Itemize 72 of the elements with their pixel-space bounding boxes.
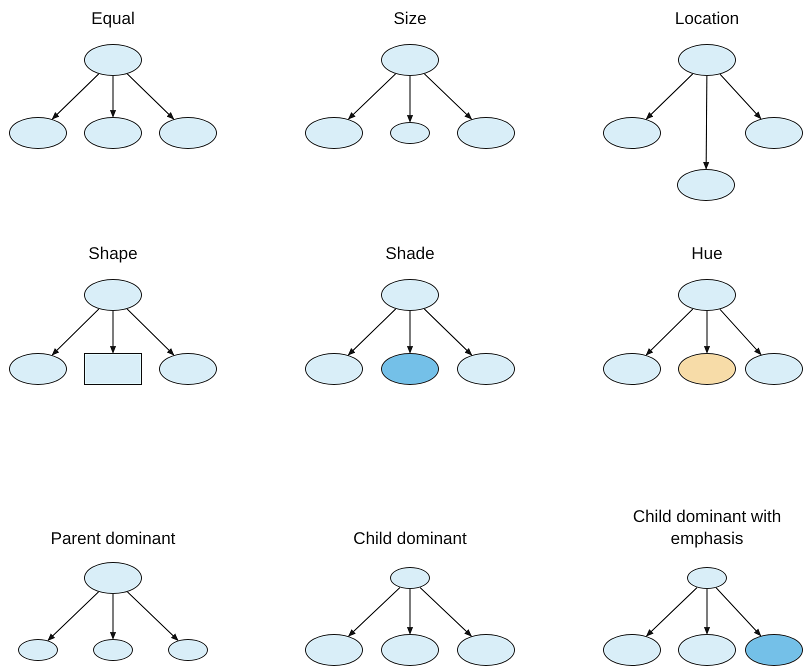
ellipse-node — [603, 353, 661, 385]
arrow — [110, 76, 116, 118]
arrow — [646, 308, 694, 356]
ellipse-node — [381, 44, 439, 76]
panel-title: Equal — [90, 8, 136, 30]
ellipse-node — [305, 634, 363, 666]
arrow — [720, 308, 762, 356]
arrow — [646, 74, 694, 120]
ellipse-node — [678, 634, 736, 666]
arrow — [348, 73, 396, 120]
ellipse-node — [93, 639, 133, 661]
ellipse-node — [687, 567, 727, 589]
arrow — [420, 587, 472, 637]
panel-title: Child dominant with emphasis — [632, 506, 782, 550]
ellipse-node — [159, 353, 217, 385]
ellipse-node — [84, 44, 142, 76]
arrow — [52, 74, 100, 120]
arrow — [424, 73, 472, 120]
ellipse-node — [457, 117, 515, 149]
ellipse-node — [18, 639, 58, 661]
arrow — [126, 308, 174, 356]
arrow — [703, 76, 710, 170]
ellipse-node — [678, 44, 736, 76]
ellipse-node — [84, 562, 142, 594]
arrow — [110, 311, 116, 354]
ellipse-node — [678, 353, 736, 385]
ellipse-node — [9, 353, 67, 385]
panel-title: Parent dominant — [50, 528, 176, 550]
ellipse-node — [457, 353, 515, 385]
arrow — [646, 587, 698, 637]
arrow — [704, 311, 710, 354]
ellipse-node — [457, 634, 515, 666]
panel-title: Hue — [690, 243, 724, 265]
rectangle-node — [84, 353, 142, 385]
ellipse-node — [390, 122, 430, 144]
ellipse-node — [603, 634, 661, 666]
ellipse-node — [745, 634, 803, 666]
panel-title: Child dominant — [352, 528, 468, 550]
arrow — [348, 587, 400, 637]
ellipse-node — [603, 117, 661, 149]
ellipse-node — [305, 353, 363, 385]
arrow — [720, 74, 762, 120]
arrow — [716, 587, 762, 636]
ellipse-node — [168, 639, 208, 661]
arrow — [126, 74, 174, 120]
ellipse-node — [159, 117, 217, 149]
ellipse-node — [745, 353, 803, 385]
ellipse-node — [381, 634, 439, 666]
arrow — [406, 589, 414, 635]
ellipse-node — [381, 279, 439, 311]
panel-title: Shape — [87, 243, 139, 265]
panel-title: Shade — [384, 243, 436, 265]
arrow — [704, 589, 710, 635]
arrow — [127, 591, 179, 641]
arrow — [406, 311, 414, 354]
panel-title: Location — [674, 8, 740, 30]
ellipse-node — [84, 279, 142, 311]
ellipse-node — [678, 279, 736, 311]
ellipse-node — [381, 353, 439, 385]
ellipse-node — [745, 117, 803, 149]
arrow — [110, 594, 116, 640]
ellipse-node — [390, 567, 430, 589]
arrow — [52, 308, 100, 356]
ellipse-node — [9, 117, 67, 149]
panel-title: Size — [392, 8, 428, 30]
ellipse-node — [677, 169, 735, 201]
arrow — [47, 591, 99, 641]
ellipse-node — [84, 117, 142, 149]
ellipse-node — [305, 117, 363, 149]
arrow — [348, 308, 396, 356]
arrow — [406, 76, 414, 123]
arrow — [424, 308, 472, 356]
